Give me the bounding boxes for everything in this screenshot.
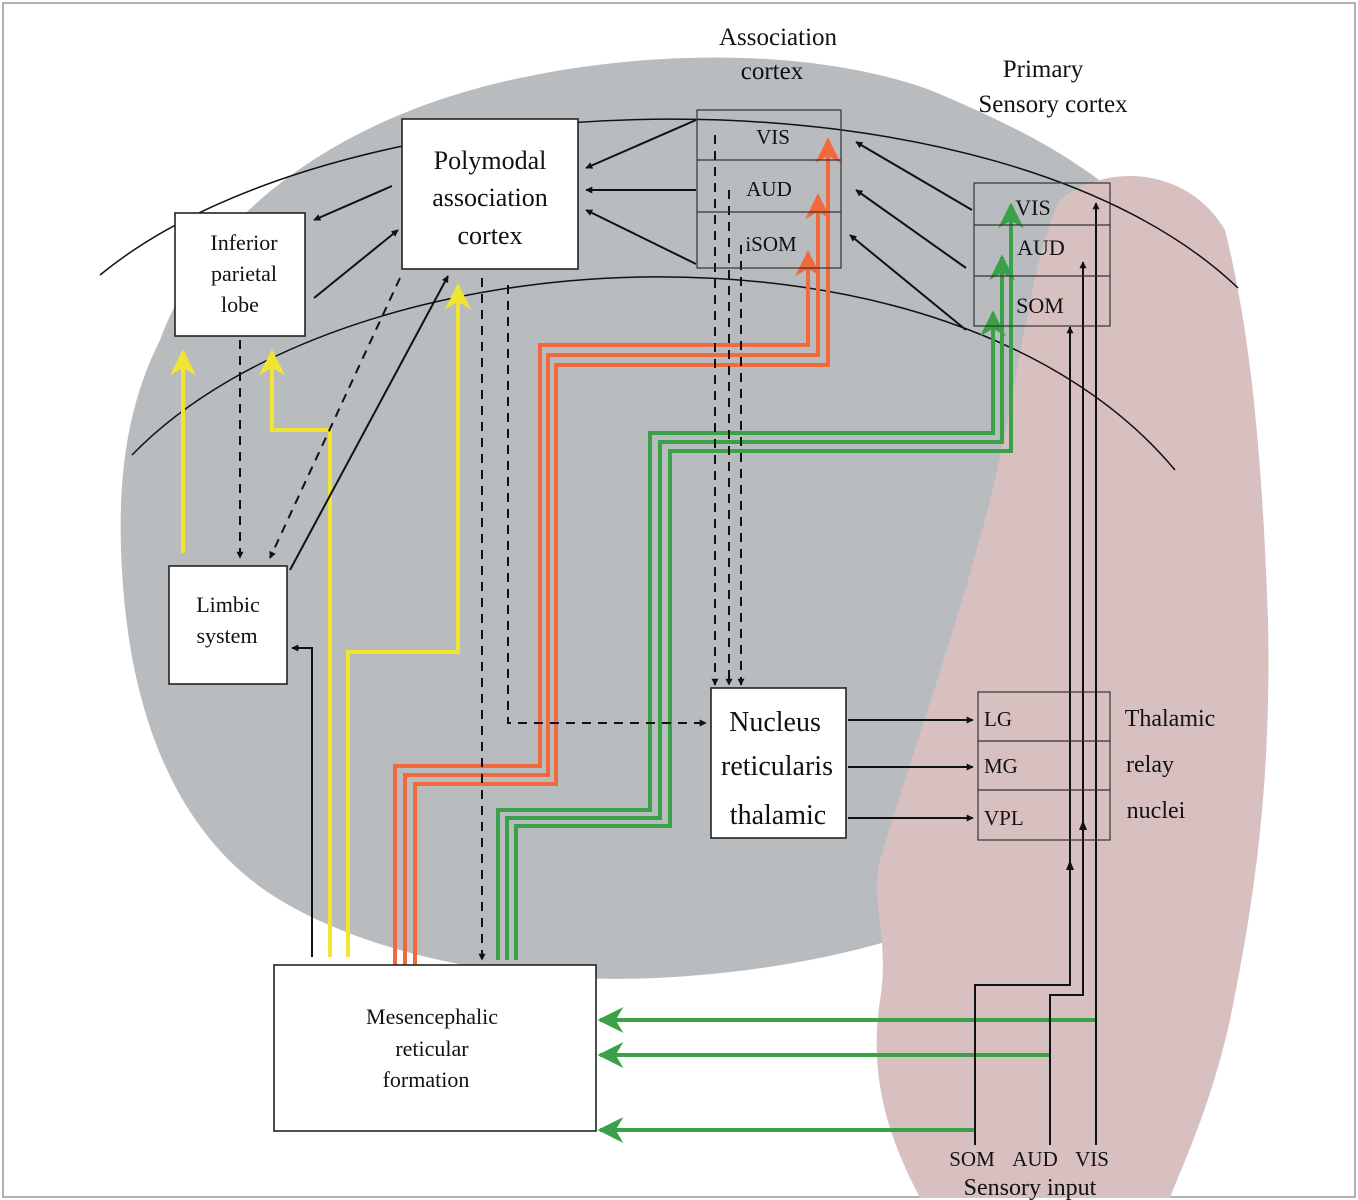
green-path-3 — [514, 202, 1024, 960]
mrf-line2: reticular — [395, 1036, 469, 1061]
yellow-path-mrf-to-polymodal — [346, 283, 471, 957]
sensory-som-line — [974, 326, 1074, 1145]
primary-stack-frame — [973, 182, 1111, 327]
arrow-mrf-to-limbic — [291, 644, 313, 957]
association-cortex-stack — [696, 109, 842, 269]
assoc-stack-frame — [696, 109, 842, 269]
association-cortex-line2: cortex — [741, 58, 804, 85]
parietal-line3: lobe — [221, 292, 259, 317]
sensory-label-aud: AUD — [1012, 1147, 1058, 1171]
inner-cortex-arc — [131, 276, 1176, 471]
arrow-asom-to-polymodal — [585, 209, 697, 265]
yellow-path-mrf-to-parietal — [259, 349, 332, 957]
thalamic-relay-line2: relay — [1126, 752, 1174, 778]
nucleus-reticularis-box — [710, 687, 847, 839]
nrt-line3: thalamic — [730, 800, 826, 831]
arrow-paud-to-aaud — [855, 189, 967, 269]
relay-stack-frame — [977, 691, 1111, 841]
brainstem-region — [876, 176, 1269, 1198]
inferior-parietal-box — [174, 212, 306, 337]
arrow-polymodal-to-parietal — [313, 185, 393, 221]
sensory-aud-line — [1049, 261, 1087, 1145]
polymodal-line1: Polymodal — [434, 146, 547, 175]
dashed-polymodal-to-limbic — [269, 277, 401, 559]
assoc-cell-aud: AUD — [746, 177, 792, 201]
orange-path-2 — [403, 193, 831, 965]
tick-arrow-som — [1066, 860, 1074, 870]
dashed-pathways — [236, 135, 745, 961]
mrf-line1: Mesencephalic — [366, 1004, 498, 1029]
primary-cortex-line2: Sensory cortex — [978, 91, 1128, 118]
relay-cell-lg: LG — [984, 707, 1012, 731]
thalamic-relay-line3: nuclei — [1127, 798, 1186, 824]
mrf-line3: formation — [383, 1067, 470, 1092]
relay-cell-vpl: VPL — [984, 806, 1024, 830]
parietal-line2: parietal — [211, 261, 277, 286]
nrt-line2: reticularis — [721, 751, 833, 782]
orange-path-3 — [413, 137, 841, 965]
limbic-line1: Limbic — [196, 592, 260, 617]
primary-cortex-stack — [973, 182, 1111, 327]
polymodal-line2: association — [432, 183, 548, 212]
polymodal-line3: cortex — [458, 221, 523, 250]
sensory-label-vis: VIS — [1075, 1147, 1109, 1171]
arrow-parietal-to-polymodal — [313, 229, 399, 299]
black-pathways — [289, 119, 1100, 1145]
dashed-polymodal-to-nrt — [507, 285, 707, 727]
arrow-pvis-to-avis — [855, 141, 973, 211]
orange-pathways — [393, 137, 841, 965]
limbic-line2: system — [196, 623, 257, 648]
orange-path-1 — [393, 250, 821, 965]
association-cortex-line1: Association — [719, 24, 838, 51]
assoc-cell-vis: VIS — [756, 125, 790, 149]
yellow-pathways — [170, 283, 471, 957]
assoc-cell-som: iSOM — [745, 232, 797, 256]
arrow-avis-to-polymodal — [585, 119, 697, 169]
mesencephalic-box — [273, 964, 597, 1132]
arrow-psom-to-asom — [849, 234, 967, 331]
green-pathways — [496, 202, 1096, 1143]
relay-cell-mg: MG — [984, 754, 1018, 778]
limbic-box — [168, 565, 288, 685]
thalamic-relay-stack — [977, 691, 1111, 841]
nrt-line1: Nucleus — [729, 707, 821, 738]
primary-cell-som: SOM — [1016, 293, 1064, 318]
thalamic-relay-line1: Thalamic — [1125, 706, 1216, 732]
parietal-line1: Inferior — [210, 230, 278, 255]
sensory-input-caption: Sensory input — [964, 1175, 1097, 1200]
primary-cell-aud: AUD — [1017, 235, 1065, 260]
primary-cortex-line1: Primary — [1003, 56, 1084, 83]
text-labels: Association cortex Primary Sensory corte… — [196, 24, 1215, 1200]
sensory-tick-arrows — [1066, 820, 1087, 870]
tick-arrow-aud — [1079, 820, 1087, 830]
outer-cortex-arc — [99, 118, 1239, 289]
arrow-limbic-to-polymodal — [289, 275, 449, 571]
sensory-label-som: SOM — [949, 1147, 995, 1171]
polymodal-box — [401, 118, 579, 270]
green-path-1 — [496, 310, 1006, 960]
green-path-2 — [505, 254, 1015, 960]
primary-cell-vis: VIS — [1015, 195, 1050, 220]
